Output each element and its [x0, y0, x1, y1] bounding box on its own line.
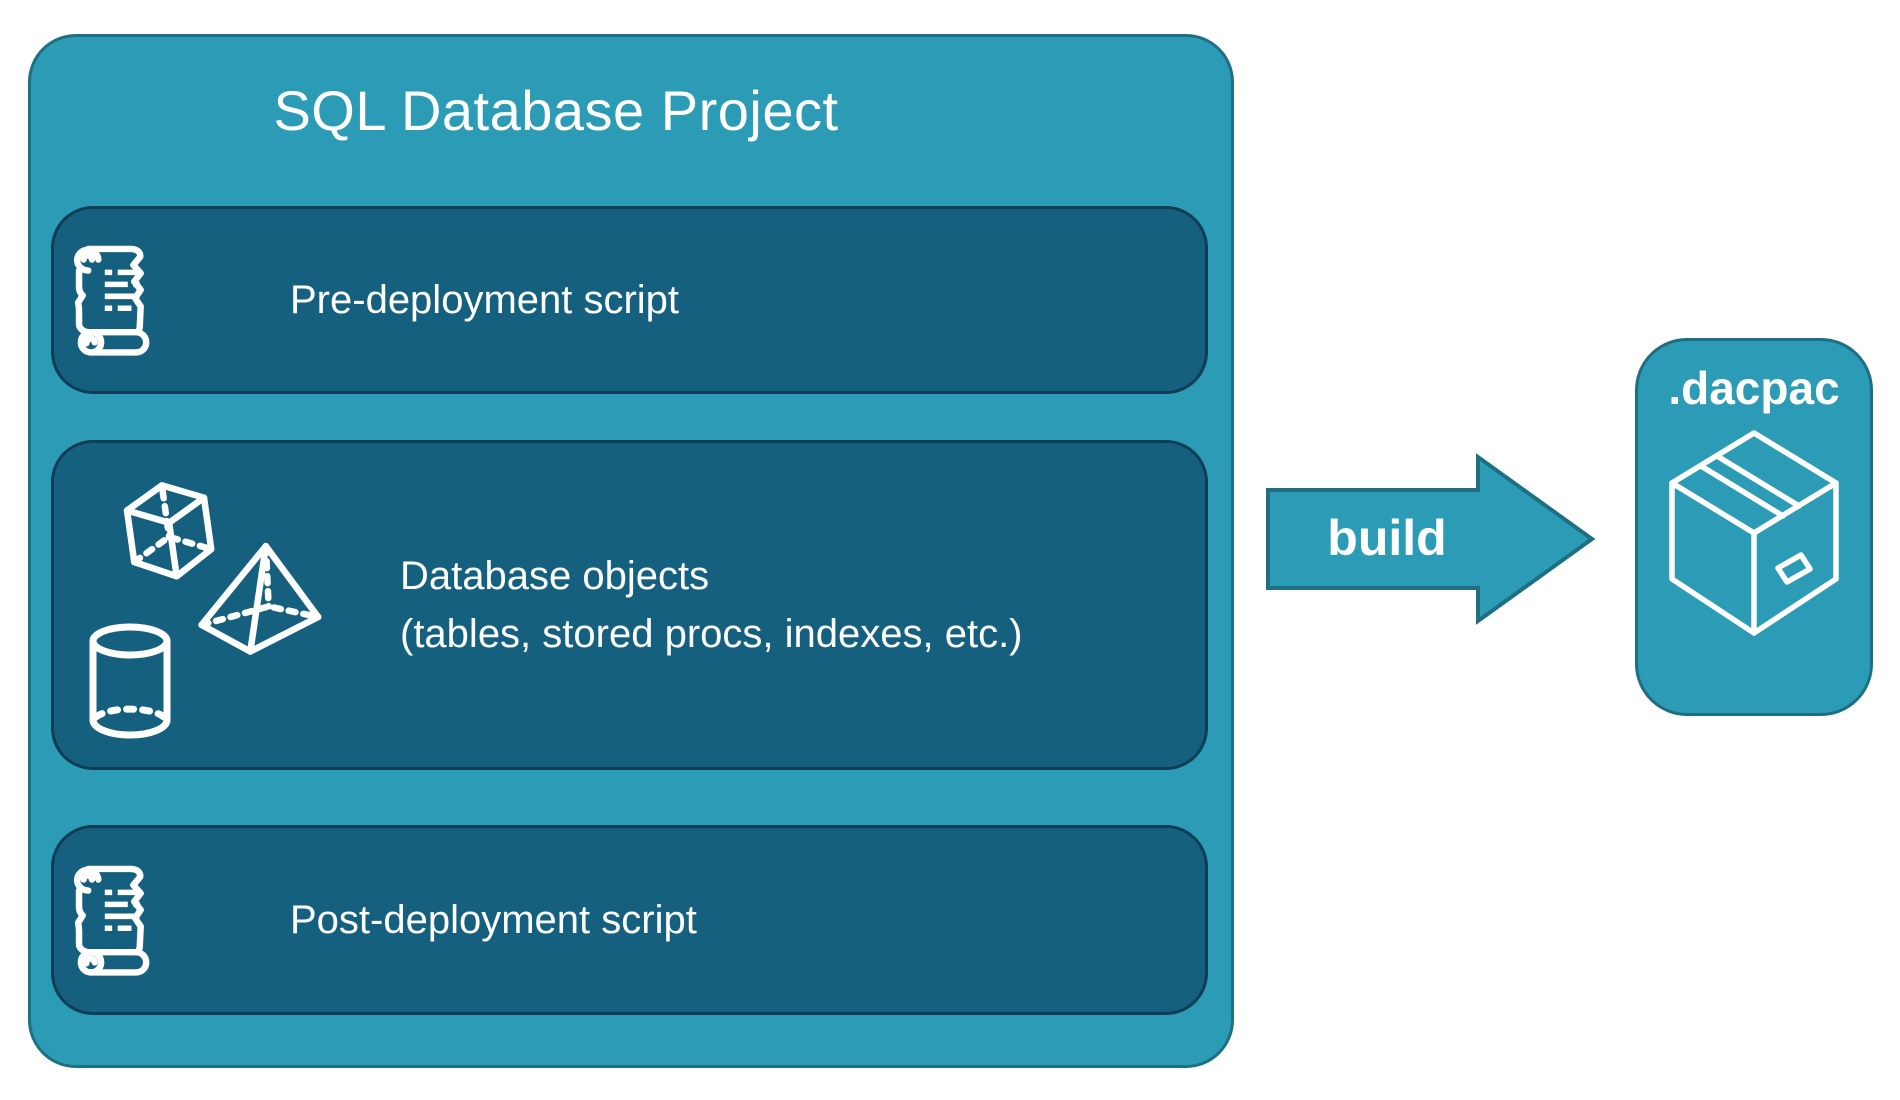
package-icon	[1669, 430, 1839, 636]
row-label-line1: Database objects	[400, 554, 710, 598]
build-arrow	[1266, 453, 1596, 625]
dacpac-label: .dacpac	[1668, 362, 1840, 414]
pyramid-icon	[198, 542, 322, 655]
database-objects-row: Database objects (tables, stored procs, …	[51, 440, 1208, 770]
cube-icon	[123, 482, 215, 580]
scroll-icon	[73, 865, 150, 976]
build-arrow-label: build	[1327, 510, 1447, 566]
scroll-icon	[73, 245, 150, 356]
sql-database-project-container: SQL Database Project	[28, 34, 1234, 1068]
row-label: Pre-deployment script	[290, 278, 680, 322]
dacpac-box: .dacpac	[1635, 338, 1873, 716]
cylinder-icon	[89, 623, 171, 739]
row-label: Database objects (tables, stored procs, …	[400, 547, 1023, 663]
row-label: Post-deployment script	[290, 898, 697, 942]
pre-deployment-row: Pre-deployment script	[51, 206, 1208, 394]
post-deployment-row: Post-deployment script	[51, 825, 1208, 1015]
build-arrow-shape	[1266, 453, 1596, 625]
row-label-line2: (tables, stored procs, indexes, etc.)	[400, 612, 1023, 656]
project-title: SQL Database Project	[273, 79, 839, 142]
